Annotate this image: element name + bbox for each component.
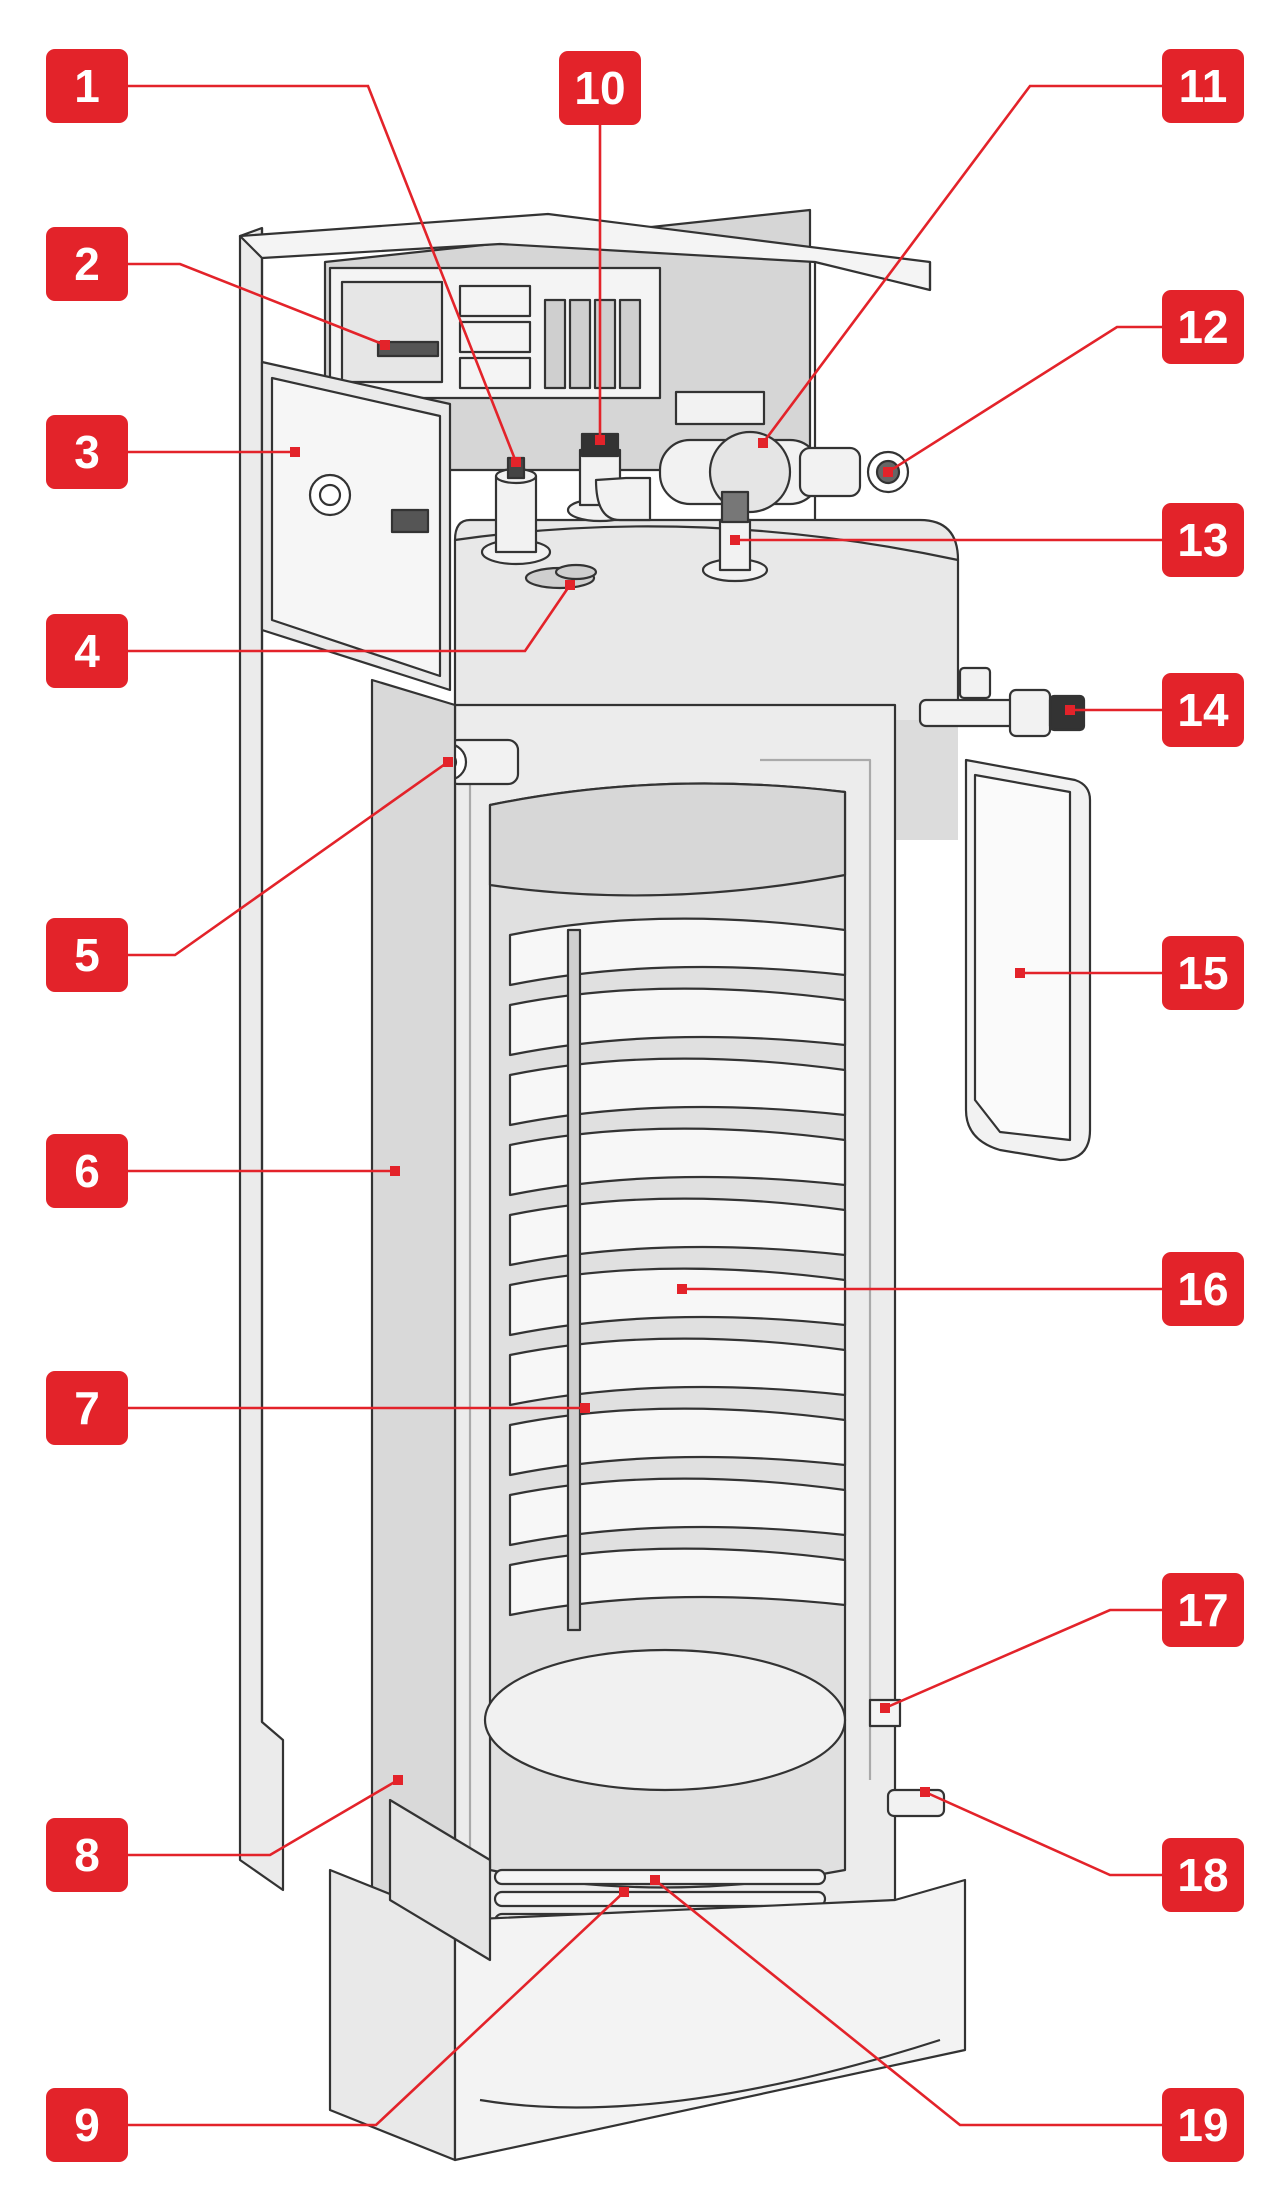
marker-10 (595, 435, 605, 445)
marker-15 (1015, 968, 1025, 978)
callout-13: 13 (1162, 503, 1244, 577)
leader-2 (128, 262, 386, 347)
callout-1: 1 (46, 49, 128, 123)
callout-2: 2 (46, 227, 128, 301)
expansion-vessel (964, 758, 1092, 1162)
callout-3: 3 (46, 415, 128, 489)
marker-11 (758, 438, 768, 448)
leader-lines (128, 84, 1162, 2127)
marker-5 (443, 757, 453, 767)
marker-7 (580, 1403, 590, 1413)
callout-16: 16 (1162, 1252, 1244, 1326)
marker-1 (511, 457, 521, 467)
tank-bottom (483, 1648, 847, 1792)
leader-11 (761, 84, 1162, 444)
leader-19 (654, 1878, 1162, 2127)
leader-1 (128, 84, 518, 463)
callout-8: 8 (46, 1818, 128, 1892)
top-fittings (480, 390, 910, 583)
leader-markers (290, 340, 1075, 1897)
leader-8 (128, 1778, 399, 1857)
electrical-module (328, 266, 662, 400)
insulation-panel (370, 678, 457, 1922)
callout-10: 10 (559, 51, 641, 125)
leader-9 (128, 1891, 625, 2127)
marker-16 (677, 1284, 687, 1294)
marker-18 (920, 1787, 930, 1797)
callout-5: 5 (46, 918, 128, 992)
drain-valve (886, 1788, 946, 1818)
marker-4 (565, 580, 575, 590)
callout-17: 17 (1162, 1573, 1244, 1647)
callout-9: 9 (46, 2088, 128, 2162)
leader-17 (884, 1608, 1162, 1710)
marker-14 (1065, 705, 1075, 715)
leader-18 (924, 1790, 1162, 1877)
callout-19: 19 (1162, 2088, 1244, 2162)
marker-9 (619, 1887, 629, 1897)
callout-14: 14 (1162, 673, 1244, 747)
spiral-heat-exchanger-coil (508, 917, 847, 1617)
leader-4 (128, 584, 572, 653)
callout-4: 4 (46, 614, 128, 688)
callout-11: 11 (1162, 49, 1244, 123)
marker-6 (390, 1166, 400, 1176)
sensor-well (566, 928, 582, 1632)
top-cover-panel (238, 212, 932, 292)
safety-valve-group (918, 666, 1086, 738)
marker-12 (883, 467, 893, 477)
marker-8 (393, 1775, 403, 1785)
callout-12: 12 (1162, 290, 1244, 364)
callout-15: 15 (1162, 936, 1244, 1010)
marker-19 (650, 1875, 660, 1885)
leader-5 (128, 760, 449, 957)
marker-3 (290, 447, 300, 457)
callout-6: 6 (46, 1134, 128, 1208)
leader-12 (887, 325, 1162, 474)
marker-13 (730, 535, 740, 545)
marker-2 (380, 340, 390, 350)
callout-18: 18 (1162, 1838, 1244, 1912)
marker-17 (880, 1703, 890, 1713)
callout-7: 7 (46, 1371, 128, 1445)
